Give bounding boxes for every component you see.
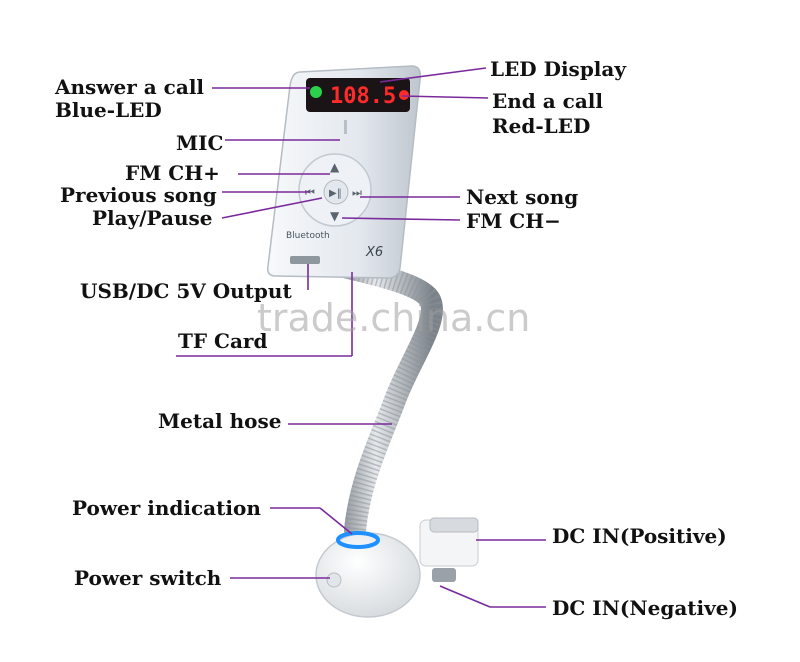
power-switch-button[interactable] [326,572,342,588]
label-power-switch: Power switch [74,566,222,590]
label-next-song: Next song [466,185,579,209]
fm-ch-plus-button[interactable]: ▲ [330,160,340,174]
label-metal-hose: Metal hose [158,409,282,433]
model-text: X6 [365,245,383,260]
label-tf-card: TF Card [178,329,268,353]
usb-port[interactable] [290,256,320,264]
label-red-led: Red-LED [492,114,591,138]
svg-text:▶‖: ▶‖ [329,188,342,199]
brand-text: Bluetooth [286,231,330,241]
car-plug-base [315,517,479,618]
dc-negative-clip [432,568,456,582]
label-fm-ch-plus: FM CH+ [125,161,220,185]
label-fm-ch-minus: FM CH− [466,209,561,233]
display-readout: 108.5 [330,84,396,109]
label-dc-in-positive: DC IN(Positive) [552,524,727,548]
device-head: 108.5 ▲ ▼ ⏮ ⏭ ▶‖ Bluetooth X6 [266,65,422,279]
label-mic: MIC [176,131,224,155]
label-answer-call: Answer a call [55,75,205,99]
power-indicator-led [336,531,380,549]
leader-lines [176,67,546,608]
play-pause-button[interactable] [323,179,349,205]
dc-positive-tip [429,517,479,533]
label-usb-output: USB/DC 5V Output [80,279,292,303]
label-blue-led: Blue-LED [55,98,162,122]
next-song-button[interactable]: ⏭ [352,186,362,199]
label-dc-in-negative: DC IN(Negative) [552,596,738,620]
led-display-screen [306,78,410,112]
watermark: trade.china.cn [257,296,531,340]
label-led-display: LED Display [490,57,626,81]
fm-ch-minus-button[interactable]: ▼ [330,209,340,223]
label-previous-song: Previous song [60,183,217,207]
answer-call-icon[interactable] [310,86,322,98]
label-end-call: End a call [492,89,603,113]
label-power-indication: Power indication [72,496,261,520]
mic-slot [344,120,347,134]
label-play-pause: Play/Pause [92,206,213,230]
end-call-icon[interactable] [399,90,409,100]
